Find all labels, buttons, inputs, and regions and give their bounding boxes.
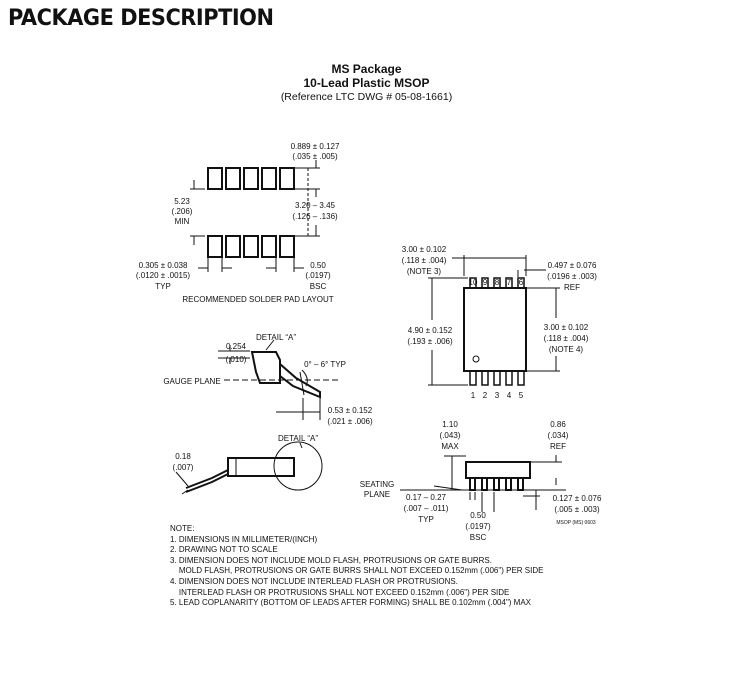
dim-standoff-mm: 0.86 <box>550 420 566 429</box>
dim-lead-in: (.0196 ± .003) <box>547 272 597 281</box>
dim-pkg-height-in: (.043) <box>440 431 461 440</box>
left-side-labels: DETAIL “A” 0.18 (.007) <box>173 434 319 472</box>
dim-pad-pitch-in: (.035 ± .005) <box>292 152 338 161</box>
detail-a-label-2: DETAIL “A” <box>278 434 318 443</box>
note-item: 3. DIMENSION DOES NOT INCLUDE MOLD FLASH… <box>170 555 492 565</box>
dim-thk-mm: 0.18 <box>175 452 191 461</box>
dim-clear-in: (.005 ± .003) <box>554 505 600 514</box>
pad <box>225 235 241 258</box>
dim-height-mm: 4.90 ± 0.152 <box>408 326 453 335</box>
pad <box>243 167 259 190</box>
pin-label: 10 <box>469 278 478 287</box>
dim-pad-width-mm: 0.305 ± 0.038 <box>139 261 188 270</box>
dim-body-in: (.118 ± .004) <box>544 334 589 343</box>
pin-label: 1 <box>471 391 476 400</box>
top-view-labels: 3.00 ± 0.102 (.118 ± .004) (NOTE 3) 0.49… <box>402 245 598 400</box>
left-side-view <box>175 441 323 495</box>
package-name: MS Package <box>331 62 402 76</box>
dim-pitch-note: BSC <box>310 282 327 291</box>
pad <box>243 235 259 258</box>
dim-foot-mm: 0.53 ± 0.152 <box>328 406 373 415</box>
dim-pad-width-in: (.0120 ± .0015) <box>136 271 191 280</box>
dim-row-gap-note: MIN <box>175 217 190 226</box>
dim-body-mm: 3.00 ± 0.102 <box>544 323 589 332</box>
dim-pitch-mm: 0.50 <box>310 261 326 270</box>
dim-span-mm: 3.20 – 3.45 <box>295 201 336 210</box>
note-item: MOLD FLASH, PROTRUSIONS OR GATE BURRS SH… <box>170 566 544 576</box>
drawing-code: MSOP (MS) 0603 <box>556 520 596 526</box>
pad <box>279 167 295 190</box>
dim-lead-w-mm: 0.17 – 0.27 <box>406 493 447 502</box>
pad <box>225 167 241 190</box>
pin-label: 3 <box>495 391 500 400</box>
note-item: 1. DIMENSIONS IN MILLIMETER/(INCH) <box>170 534 318 544</box>
note-item: INTERLEAD FLASH OR PROTRUSIONS SHALL NOT… <box>170 587 510 597</box>
dim-lead-mm: 0.497 ± 0.076 <box>548 261 597 270</box>
detail-circle <box>273 441 323 491</box>
dim-lead-w-in: (.007 – .011) <box>404 504 449 513</box>
notes-heading: NOTE: <box>170 524 195 533</box>
note-item: 2. DRAWING NOT TO SCALE <box>170 545 278 555</box>
right-side-view <box>400 455 566 512</box>
pin-label: 4 <box>507 391 512 400</box>
dim-pitch-in: (.0197) <box>305 271 331 280</box>
pad <box>261 167 277 190</box>
dim-pad-pitch-mm: 0.889 ± 0.127 <box>291 142 340 151</box>
dim-foot-in: (.021 ± .006) <box>327 417 373 426</box>
pad <box>261 235 277 258</box>
dim-lead-w-note: TYP <box>418 515 434 524</box>
dim-side-pitch-in: (.0197) <box>465 522 491 531</box>
pin-label: 2 <box>483 391 488 400</box>
dim-row-gap-in: (.206) <box>172 207 193 216</box>
pin-label: 5 <box>519 391 524 400</box>
dim-width-mm: 3.00 ± 0.102 <box>402 245 447 254</box>
pad-layout-caption: RECOMMENDED SOLDER PAD LAYOUT <box>182 295 333 304</box>
pad-layout-labels: 0.889 ± 0.127 (.035 ± .005) 5.23 (.206) … <box>136 142 340 304</box>
dim-height-in: (.193 ± .006) <box>407 337 453 346</box>
gauge-plane-label: GAUGE PLANE <box>163 377 220 386</box>
dim-lead-thk-in: (.010) <box>226 355 247 364</box>
dim-width-in: (.118 ± .004) <box>402 256 447 265</box>
dim-side-pitch-mm: 0.50 <box>470 511 486 520</box>
seating-plane-label-2: PLANE <box>364 490 390 499</box>
note-item: 5. LEAD COPLANARITY (BOTTOM OF LEADS AFT… <box>170 598 531 608</box>
dim-span-in: (.126 – .136) <box>292 212 338 221</box>
dim-pad-width-note: TYP <box>155 282 171 291</box>
dim-standoff-in: (.034) <box>548 431 569 440</box>
pad <box>207 235 223 258</box>
right-side-labels: 1.10 (.043) MAX 0.86 (.034) REF SEATING … <box>360 420 602 542</box>
package-subtitle: 10-Lead Plastic MSOP <box>303 76 430 90</box>
dim-side-pitch-note: BSC <box>470 533 487 542</box>
top-view <box>428 255 560 386</box>
package-reference: (Reference LTC DWG # 05-08-1661) <box>280 91 453 103</box>
pad <box>207 167 223 190</box>
dim-lead-note: REF <box>564 283 580 292</box>
pin-label: 9 <box>483 278 488 287</box>
pin1-marker <box>472 355 480 363</box>
dim-pkg-height-mm: 1.10 <box>442 420 458 429</box>
dim-angle: 0° – 6° TYP <box>304 360 346 369</box>
lead-detail <box>218 339 340 420</box>
dim-thk-in: (.007) <box>173 463 194 472</box>
pin-label: 6 <box>519 278 524 287</box>
dim-pkg-height-note: MAX <box>441 442 459 451</box>
pin-label: 7 <box>507 278 512 287</box>
dim-clear-mm: 0.127 ± 0.076 <box>553 494 602 503</box>
pin-label: 8 <box>495 278 500 287</box>
dim-width-note: (NOTE 3) <box>407 267 442 276</box>
detail-a-label: DETAIL “A” <box>256 333 296 342</box>
pad <box>279 235 295 258</box>
solder-pad-layout <box>190 160 320 272</box>
detail-labels: DETAIL “A” 0.254 (.010) 0° – 6° TYP GAUG… <box>163 333 373 426</box>
dim-lead-thk-mm: 0.254 <box>226 342 247 351</box>
note-item: 4. DIMENSION DOES NOT INCLUDE INTERLEAD … <box>170 576 458 586</box>
page-title: PACKAGE DESCRIPTION <box>8 6 274 31</box>
seating-plane-label-1: SEATING <box>360 480 395 489</box>
dim-standoff-note: REF <box>550 442 566 451</box>
dim-body-note: (NOTE 4) <box>549 345 584 354</box>
notes-block: NOTE: 1. DIMENSIONS IN MILLIMETER/(INCH)… <box>170 524 543 609</box>
dim-row-gap-mm: 5.23 <box>174 197 190 206</box>
